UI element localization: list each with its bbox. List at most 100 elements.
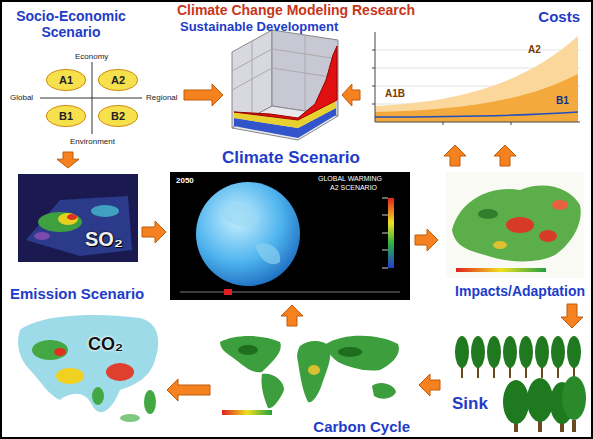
section-heading: Climate Scenario xyxy=(222,148,360,168)
climate-panel: Climate Scenario xyxy=(168,148,413,303)
climate-globe-panel-part xyxy=(388,198,394,268)
so2-map-part xyxy=(91,205,119,217)
cost-chart xyxy=(372,32,580,125)
impact-map-part xyxy=(456,268,546,272)
map-caption: 2050 xyxy=(176,176,194,185)
cost-chart-part xyxy=(375,74,578,122)
world-map-part xyxy=(308,365,320,375)
impact-panel: Impacts/Adaptation xyxy=(440,168,588,302)
block-arrow xyxy=(57,152,79,168)
block-arrow xyxy=(419,374,440,396)
axis-label: Economy xyxy=(75,52,108,61)
climate-globe-panel-part xyxy=(224,289,232,295)
surface-chart xyxy=(232,30,338,140)
scenario-name: B2 xyxy=(111,110,125,123)
tree-group-part-part xyxy=(562,376,586,420)
cost-chart-part xyxy=(375,36,578,122)
section-heading: Emission Scenario xyxy=(10,285,144,302)
co2-map-part xyxy=(54,348,66,356)
so2-map-part xyxy=(18,174,138,262)
tree-group-part-part xyxy=(527,378,553,422)
cost-chart-part xyxy=(375,32,580,122)
scenario-name: B1 xyxy=(59,110,73,123)
co2-map-part xyxy=(92,387,104,405)
climate-globe-panel-part xyxy=(180,292,400,293)
block-arrow xyxy=(494,145,516,166)
tree-group-part-part xyxy=(519,336,533,368)
carbon-panel: Carbon Cycle xyxy=(212,328,417,436)
scenario-oval: B2 xyxy=(97,104,139,128)
emission-panel: Emission ScenarioCO₂ xyxy=(5,282,165,434)
impact-map-part xyxy=(446,172,584,278)
co2-map-part xyxy=(18,315,158,412)
tree-group-part-part xyxy=(455,336,469,368)
axis-label: Regional xyxy=(146,93,178,102)
impact-map-part xyxy=(506,217,534,233)
world-map-part xyxy=(326,336,399,371)
impact-map-part xyxy=(493,241,507,249)
block-arrow xyxy=(142,221,166,243)
world-map-part xyxy=(338,347,362,357)
section-heading: CO₂ xyxy=(88,334,123,355)
block-arrow xyxy=(167,379,210,401)
impact-map xyxy=(446,172,584,278)
so2-map-part xyxy=(67,214,77,220)
co2-map-part xyxy=(56,368,84,384)
tree-group-part-part xyxy=(567,336,581,368)
scenario-axes-part xyxy=(40,98,142,99)
series-label: A1B xyxy=(385,88,405,100)
block-arrow xyxy=(444,145,466,166)
sustainability-panel: Sustainable Development xyxy=(225,20,340,145)
tree-group-part-part xyxy=(572,420,576,432)
scenario-oval: A2 xyxy=(97,68,139,92)
section-heading: Carbon Cycle xyxy=(313,418,410,435)
co2-map-part xyxy=(32,340,68,360)
world-map xyxy=(220,336,399,415)
scenario-oval: A1 xyxy=(45,68,87,92)
oval-shape xyxy=(46,69,85,90)
world-map-part xyxy=(222,410,272,415)
so2-map-part xyxy=(38,212,82,232)
co2-map xyxy=(18,315,158,422)
map-caption: GLOBAL WARMING xyxy=(318,175,382,183)
climate-globe-panel-part xyxy=(255,244,280,265)
world-map-part xyxy=(238,345,258,355)
so2-map-part xyxy=(26,196,132,256)
block-arrow xyxy=(561,304,583,328)
oval-shape xyxy=(98,69,137,90)
climate-globe-panel-part xyxy=(220,204,259,227)
diagram-title: Climate Change Modeling Research xyxy=(177,2,415,18)
block-arrow xyxy=(184,84,223,106)
scenario-oval: B1 xyxy=(45,104,87,128)
map-caption: A2 SCENARIO xyxy=(330,184,377,192)
so2-panel: SO₂ xyxy=(15,170,140,265)
scenario-panel: Socio-Economic ScenarioA1 A2B1 B2 xyxy=(2,4,182,150)
world-map-part xyxy=(261,374,284,409)
block-arrow xyxy=(342,84,360,106)
section-heading: Costs xyxy=(538,8,580,25)
co2-map-part xyxy=(144,390,156,414)
world-map-part xyxy=(372,383,396,399)
scenario-name: A2 xyxy=(111,74,125,87)
climate-globe-panel-part xyxy=(196,182,300,286)
impact-map-part xyxy=(552,200,568,210)
so2-map-part xyxy=(34,232,50,240)
oval-shape xyxy=(46,105,85,126)
surface-chart-part xyxy=(234,46,337,120)
tree-group-part-part xyxy=(503,380,529,424)
section-heading: Sink xyxy=(452,394,488,414)
section-heading: Impacts/Adaptation xyxy=(455,283,585,299)
cost-panel: Costs xyxy=(362,8,588,143)
tree-group xyxy=(455,336,586,432)
section-heading: Socio-Economic Scenario xyxy=(6,8,136,40)
impact-map-part xyxy=(539,230,557,242)
oval-shape xyxy=(98,105,137,126)
tree-group-part-part xyxy=(471,336,485,368)
axis-label: Environment xyxy=(70,137,115,146)
scenario-name: A1 xyxy=(59,74,73,87)
tree-group-part-part xyxy=(503,336,517,368)
